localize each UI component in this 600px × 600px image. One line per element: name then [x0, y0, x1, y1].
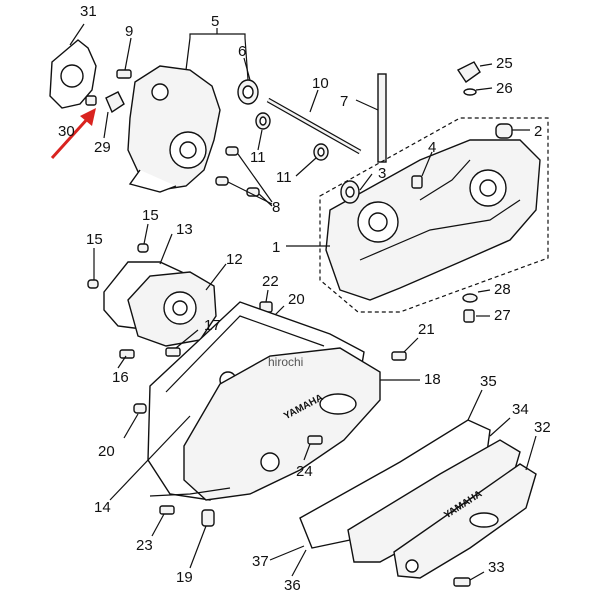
part-33-bolt: [453, 571, 485, 587]
callout-2: 2: [534, 123, 542, 140]
callout-8: 8: [272, 199, 280, 216]
callout-26: 26: [496, 80, 513, 97]
callout-24: 24: [296, 463, 313, 480]
callout-14: 14: [94, 499, 111, 516]
part-28-washer: [462, 289, 491, 303]
part-15-dowels: [87, 223, 149, 289]
part-1-crankcase: [286, 139, 541, 301]
part-9-bolt: [116, 37, 132, 79]
part-8-dowels: [215, 146, 273, 207]
callout-15a: 15: [142, 207, 159, 224]
red-pointer-arrow: [50, 108, 96, 160]
callout-37: 37: [252, 553, 269, 570]
part-29-bracket: [85, 91, 125, 139]
callout-17: 17: [204, 317, 221, 334]
callout-6: 6: [238, 43, 246, 60]
callout-19: 19: [176, 569, 193, 586]
part-25-plug: [456, 61, 493, 96]
part-2-bushing: [495, 123, 530, 139]
callout-36: 36: [284, 577, 301, 594]
callout-23: 23: [136, 537, 153, 554]
callout-33: 33: [488, 559, 505, 576]
part-5-housing: [127, 28, 259, 193]
part-36-37-leaders: [269, 545, 307, 577]
callout-3: 3: [378, 165, 386, 182]
part-20-dowel-lower: [123, 403, 147, 439]
part-23-bolt: [151, 505, 175, 537]
callout-30: 30: [58, 123, 75, 140]
callout-13: 13: [176, 221, 193, 238]
callout-1: 1: [272, 239, 280, 256]
part-10-shaft: [266, 89, 362, 155]
part-24-bolt: [303, 435, 323, 461]
callout-11b: 11: [276, 169, 292, 186]
part-16-bolt: [117, 349, 135, 369]
part-18-cover: YAMAHA: [183, 347, 420, 501]
part-17-bolt: [165, 329, 199, 357]
callout-12: 12: [226, 251, 243, 268]
part-11-seals: [255, 112, 329, 177]
part-31-plate: [49, 23, 97, 109]
callout-16: 16: [112, 369, 129, 386]
part-7-rod: [355, 73, 387, 163]
callout-22: 22: [262, 273, 279, 290]
part-27-bolt: [463, 309, 490, 323]
callout-21: 21: [418, 321, 435, 338]
callout-18: 18: [424, 371, 441, 388]
callout-5: 5: [211, 13, 219, 30]
callout-25: 25: [496, 55, 513, 72]
callout-34: 34: [512, 401, 529, 418]
callout-31: 31: [80, 3, 97, 20]
callout-9: 9: [125, 23, 133, 40]
callout-15b: 15: [86, 231, 103, 248]
callout-28: 28: [494, 281, 511, 298]
callout-35: 35: [480, 373, 497, 390]
callout-10: 10: [312, 75, 329, 92]
part-21-bolt: [391, 337, 419, 361]
callout-4: 4: [428, 139, 436, 156]
callout-20a: 20: [288, 291, 305, 308]
callout-7: 7: [340, 93, 348, 110]
watermark-text: hirochi: [268, 355, 303, 369]
callout-29: 29: [94, 139, 111, 156]
part-12-cover: [127, 263, 227, 347]
part-22-bolt: [259, 289, 273, 313]
part-19-dowel: [189, 509, 215, 569]
callout-11a: 11: [250, 149, 266, 166]
callout-32: 32: [534, 419, 551, 436]
callout-27: 27: [494, 307, 511, 324]
callout-20b: 20: [98, 443, 115, 460]
